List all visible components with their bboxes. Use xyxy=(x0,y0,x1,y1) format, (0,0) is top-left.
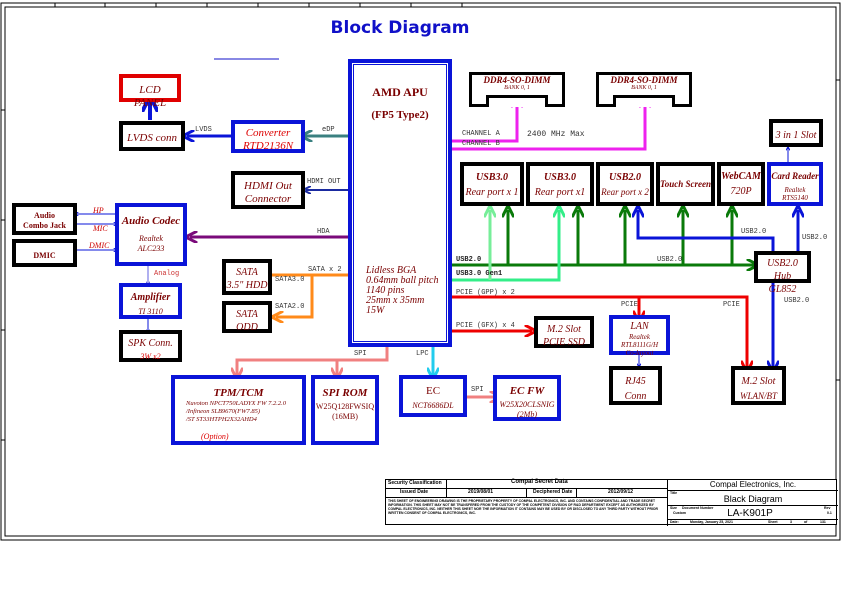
hda-label: HDA xyxy=(317,228,330,236)
deciphered-label: Deciphered Date xyxy=(533,489,573,495)
audio-codec-block[interactable]: Audio Codec Realtek ALC233 xyxy=(115,203,187,266)
sata-hdd-block[interactable]: SATA 3.5" HDD xyxy=(222,259,272,295)
diagram-title: Block Diagram xyxy=(330,18,470,38)
docnum-value: LA-K901P xyxy=(727,508,773,519)
lcd-panel-block[interactable]: LCD PANEL xyxy=(119,74,181,109)
usb20-hub-out-label: USB2.0 xyxy=(741,228,767,236)
spi-label: SPI xyxy=(354,350,367,358)
sata30-label: SATA3.0 xyxy=(275,276,305,284)
sata20-label: SATA2.0 xyxy=(275,303,305,311)
m2-wlan-block[interactable]: M.2 Slot WLAN/BT xyxy=(731,366,786,405)
pcie-lan-label: PCIE xyxy=(621,301,638,309)
apu-package: (FP5 Type2) xyxy=(371,109,429,121)
issued-label: Issued Date xyxy=(400,489,429,495)
spi-rom-block[interactable]: SPI ROM W25Q128FWSIQ (16MB) xyxy=(311,375,379,445)
apu-specs: Lidless BGA 0.64mm ball pitch 1140 pins … xyxy=(366,265,439,316)
date-value: Monday, January 25, 2021 xyxy=(690,520,733,524)
usb30-rear-port-1-block[interactable]: USB3.0 Rear port x 1 xyxy=(460,162,524,206)
rev-value: 0.1 xyxy=(827,511,832,515)
tpm-tcm-block[interactable]: TPM/TCM Nuvoton NPCT750LADYX FW 7.2.2.0 … xyxy=(171,375,306,445)
spk-conn-block[interactable]: SPK Conn. 3W x2 xyxy=(119,330,182,362)
usb20-card-reader-label: USB2.0 xyxy=(802,234,828,242)
hdmi-out-label: HDMI OUT xyxy=(307,178,341,186)
card-reader-block[interactable]: Card Reader Realtek RTS5140 xyxy=(767,162,823,206)
title-label: Title xyxy=(670,491,678,495)
usb30-label: USB3.0 Gen1 xyxy=(456,270,503,278)
pcie-gpp-line xyxy=(450,295,747,368)
inner-frame xyxy=(4,6,837,537)
usb20-wlan-label: USB2.0 xyxy=(784,297,810,305)
of-label: of xyxy=(804,520,808,524)
lvds-conn-block[interactable]: LVDS conn xyxy=(119,121,185,151)
security-value: Compal Secret Data xyxy=(511,479,568,485)
deciphered-value: 2012/09/12 xyxy=(608,489,634,495)
3-in-1-slot-block[interactable]: 3 in 1 Slot xyxy=(769,119,823,147)
edp-label: eDP xyxy=(322,126,335,134)
pcie-gfx-label: PCIE (GFX) x 4 xyxy=(456,322,515,330)
pcie-wlan-label: PCIE xyxy=(723,301,740,309)
security-label: Security Classification xyxy=(388,480,442,486)
title-value: Black Diagram xyxy=(723,494,783,504)
m2-ssd-block[interactable]: M.2 Slot PCIE SSD xyxy=(534,316,594,348)
apu-name: AMD APU xyxy=(372,85,428,99)
webcam-block[interactable]: WebCAM 720P xyxy=(717,162,765,206)
amplifier-block[interactable]: Amplifier TI 3110 xyxy=(119,283,182,319)
audio-combo-jack-block[interactable]: Audio Combo Jack xyxy=(12,203,77,235)
usb20-hub-block[interactable]: USB2.0 Hub GL852 xyxy=(754,251,811,295)
ec-block[interactable]: EC NCT6686DL xyxy=(399,375,467,417)
title-block: Security Classification Compal Secret Da… xyxy=(385,479,838,526)
ddr4-dimm-2-block[interactable]: DDR4-SO-DIMM BANK 0, 1 xyxy=(596,72,692,107)
rev-label: Rev xyxy=(824,506,831,510)
dmic-signal-label: DMIC xyxy=(89,241,110,250)
docnum-label: Document Number xyxy=(682,506,714,510)
sheet-total: 131 xyxy=(820,520,826,524)
ddr4-dimm-1-block[interactable]: DDR4-SO-DIMM BANK 0, 1 xyxy=(469,72,565,107)
size-label: Size xyxy=(670,506,678,510)
usb20-rear-port-block[interactable]: USB2.0 Rear port x 2 xyxy=(596,162,654,206)
usb20-bus-label: USB2.0 xyxy=(456,256,482,264)
mic-label: MIC xyxy=(93,224,108,233)
lvds-label: LVDS xyxy=(195,126,212,134)
date-label: Date: xyxy=(670,520,679,524)
hp-label: HP xyxy=(93,206,104,215)
lpc-label: LPC xyxy=(416,350,429,358)
lan-block[interactable]: LAN Realtek RTL8111G/H Co-layout xyxy=(609,315,670,357)
spi-line xyxy=(237,345,389,375)
ec-spi-label: SPI xyxy=(471,386,484,394)
sheet-label: Sheet xyxy=(768,520,778,524)
usb30-rear-port-2-block[interactable]: USB3.0 Rear port x1 xyxy=(526,162,594,206)
converter-block[interactable]: Converter RTD2136N xyxy=(231,120,305,153)
mem-speed-label: 2400 MHz Max xyxy=(527,130,585,139)
sata-x2-label: SATA x 2 xyxy=(308,266,342,274)
amd-apu-block[interactable]: AMD APU (FP5 Type2) Lidless BGA 0.64mm b… xyxy=(348,59,452,347)
usb20-hub-in-label: USB2.0 xyxy=(657,256,683,264)
channel-a-line xyxy=(450,100,517,143)
analog-label: Analog xyxy=(154,270,180,278)
issued-value: 2019/08/01 xyxy=(468,489,494,495)
dmic-block[interactable]: DMIC xyxy=(12,239,77,267)
rj45-conn-block[interactable]: RJ45 Conn xyxy=(609,366,662,405)
sata-odd-block[interactable]: SATA ODD xyxy=(222,301,272,333)
size-value: Custom xyxy=(673,511,687,515)
pcie-gpp-label: PCIE (GPP) x 2 xyxy=(456,289,515,297)
hdmi-connector-block[interactable]: HDMI Out Connector xyxy=(231,171,305,209)
confidentiality-notice: THIS SHEET OF ENGINEERING DRAWING IS THE… xyxy=(388,499,659,515)
channel-b-label: CHANNEL B xyxy=(462,140,500,148)
touch-screen-block[interactable]: Touch Screen xyxy=(656,162,715,206)
usb30-line xyxy=(450,210,559,282)
sheet-value: 3 xyxy=(790,520,792,524)
channel-a-label: CHANNEL A xyxy=(462,130,500,138)
ec-fw-block[interactable]: EC FW W25X20CLSNIG (2Mb) xyxy=(493,375,561,421)
outer-frame xyxy=(0,2,841,541)
company-name: Compal Electronics, Inc. xyxy=(709,480,797,489)
channel-b-line xyxy=(450,100,645,151)
